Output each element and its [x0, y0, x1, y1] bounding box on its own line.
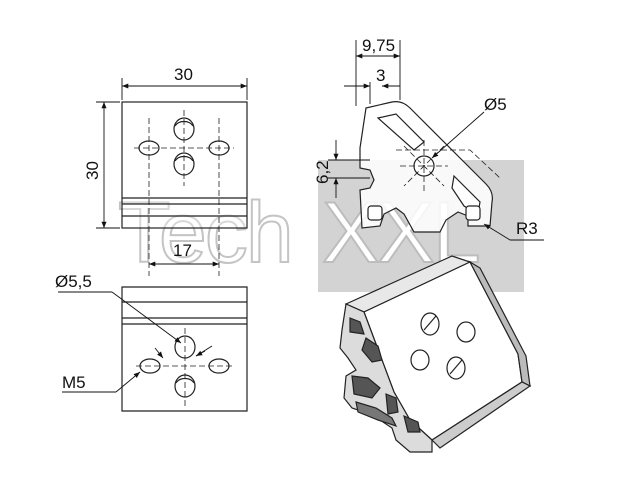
dim-hole-diameter — [58, 291, 213, 357]
iso-hole-right — [456, 321, 476, 343]
dim-front-width — [121, 78, 248, 100]
dim-hole-spacing-text: 17 — [173, 241, 192, 260]
dim-slot-height — [328, 140, 370, 198]
dim-front-height — [96, 101, 120, 229]
dim-hole-diameter-text: Ø5,5 — [55, 272, 92, 291]
dim-bore-diameter — [431, 111, 485, 159]
dim-slot-width-text: 3 — [376, 66, 385, 85]
dim-thread-text: M5 — [62, 373, 86, 392]
dim-profile-width — [355, 40, 401, 106]
dim-corner-radius — [483, 223, 544, 241]
front-view — [121, 101, 248, 276]
dim-front-width-text: 30 — [174, 65, 193, 84]
isometric-view — [339, 255, 532, 453]
iso-hole-center — [410, 349, 430, 371]
dim-front-height-text: 30 — [83, 161, 102, 180]
profile-view — [359, 101, 501, 233]
dim-bore-diameter-text: Ø5 — [484, 95, 507, 114]
watermark-text-tech: Tech — [118, 185, 292, 281]
top-view — [121, 286, 248, 412]
dim-corner-radius-text: R3 — [516, 219, 538, 238]
front-view-outline — [121, 101, 248, 229]
dim-slot-width — [344, 82, 400, 104]
dim-thread — [62, 347, 164, 393]
dim-slot-height-text: 6,2 — [313, 160, 332, 184]
top-view-outline — [121, 286, 248, 412]
dim-profile-width-text: 9,75 — [362, 36, 395, 55]
